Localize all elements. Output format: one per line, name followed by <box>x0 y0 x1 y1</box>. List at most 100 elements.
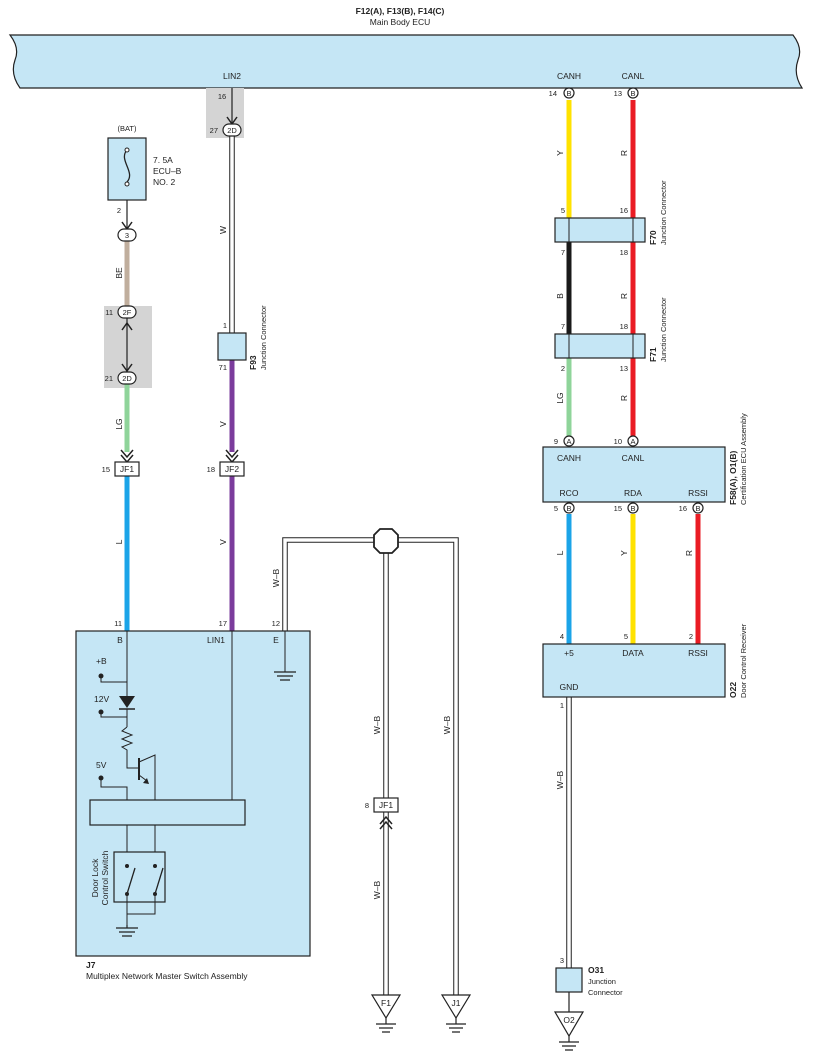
cert-rssi-pin: 16 <box>679 504 687 513</box>
wire-label-v-lower: V <box>218 539 228 545</box>
j7-5v-line <box>100 778 128 800</box>
cert-canl-label: CANL <box>622 453 645 463</box>
cert-name: Certification ECU Assembly <box>739 413 748 505</box>
pin-2d-top: 27 <box>210 126 218 135</box>
fuse-terminal-top <box>124 147 130 153</box>
cert-rda-pin: 15 <box>614 504 622 513</box>
f70-pin-bl: 7 <box>561 248 565 257</box>
fuse-source: (BAT) <box>117 124 137 133</box>
o31-connector <box>555 967 583 993</box>
j7-plus-b-line <box>100 676 127 683</box>
f93-code: F93 <box>248 355 258 370</box>
ground-o2-icon <box>553 1011 585 1038</box>
sw-contact-1 <box>126 867 136 895</box>
ground-j1-label: J1 <box>452 998 461 1008</box>
fuse-out-pin: 2 <box>117 206 121 215</box>
cert-canl-conn-a <box>627 435 639 447</box>
main-body-ecu <box>8 34 804 89</box>
jf1-connector <box>114 461 140 477</box>
f70-code: F70 <box>648 230 658 245</box>
j7-num-b: 11 <box>114 619 122 628</box>
j7-logic-block <box>89 799 246 826</box>
f71-pin-bl: 2 <box>561 364 565 373</box>
wire-label-w: W <box>218 226 228 234</box>
cert-rda-conn-letter: B <box>630 504 635 513</box>
f93-pin-top: 1 <box>223 321 227 330</box>
wire-label-r-mid: R <box>619 293 629 299</box>
j7-5v: 5V <box>96 760 107 770</box>
cert-codes: F58(A), O1(B) <box>728 451 738 505</box>
ecu-pin-lin2: LIN2 <box>223 71 241 81</box>
wire-label-lg-left: LG <box>114 418 124 429</box>
wire-label-be: BE <box>114 267 124 279</box>
ground-o2-symbol <box>559 1036 579 1051</box>
jf2-label: JF2 <box>225 464 239 474</box>
door-lock-switch-icon <box>113 851 166 903</box>
o31-label-2: Connector <box>588 988 623 997</box>
ecu-canl-conn-letter: B <box>630 89 635 98</box>
wire-wb-j1-fill <box>386 538 458 995</box>
ground-f1-label: F1 <box>381 998 391 1008</box>
o31-code: O31 <box>588 965 604 975</box>
cert-rssi-conn-b <box>692 502 704 514</box>
jf1-lower-label: JF1 <box>379 800 393 810</box>
ecu-lin2-pin: 16 <box>218 92 226 101</box>
wire-label-wb-e: W–B <box>271 568 281 587</box>
oval-2d-top-label: 2D <box>227 126 237 135</box>
recv-rssi-label: RSSI <box>688 648 708 658</box>
wire-label-r-canl: R <box>619 150 629 156</box>
cert-canh-conn-a <box>563 435 575 447</box>
transistor-arrow <box>143 778 149 784</box>
ground-j1-icon <box>440 994 472 1020</box>
wire-label-r-rssi: R <box>684 550 694 556</box>
ground-f1-icon <box>370 994 402 1020</box>
jf1-lower-pin: 8 <box>365 801 369 810</box>
wire-label-wb-j1: W–B <box>442 715 452 734</box>
wire-label-lg-can: LG <box>555 392 565 403</box>
sw-terminal-2 <box>153 864 157 868</box>
j7-name: Multiplex Network Master Switch Assembly <box>86 971 248 981</box>
j7-transistor-base <box>126 757 138 769</box>
wire-wb-j1 <box>386 537 459 995</box>
recv-pin-data: 5 <box>624 632 628 641</box>
f71-pin-r: 18 <box>620 322 628 331</box>
diode-icon <box>119 696 135 708</box>
wire-label-wb-f1-lower: W–B <box>372 880 382 899</box>
recv-5v-label: +5 <box>564 648 574 658</box>
cert-canh-label: CANH <box>557 453 581 463</box>
f70-pin-l: 5 <box>561 206 565 215</box>
jf2-connector <box>219 461 245 477</box>
f93-pin-bottom: 71 <box>219 363 227 372</box>
joint-connector-icon <box>373 528 399 554</box>
jf1-pin: 15 <box>102 465 110 474</box>
f70-label: Junction Connector <box>659 180 668 245</box>
wire-label-l-rco: L <box>555 550 565 555</box>
ground-icon-e <box>274 671 296 681</box>
cert-rco-conn-letter: B <box>566 504 571 513</box>
f71-pin-br: 13 <box>620 364 628 373</box>
door-control-receiver <box>542 643 726 698</box>
wire-wb-e <box>282 537 386 631</box>
j7-pin-lin1: LIN1 <box>207 635 225 645</box>
recv-data-label: DATA <box>622 648 644 658</box>
fuse-icon <box>123 149 131 183</box>
recv-name: Door Control Receiver <box>739 623 748 698</box>
f71-connector <box>554 333 646 359</box>
oval-2f <box>117 305 137 319</box>
j7-switch-label-1: Door Lock <box>90 858 100 897</box>
jf2-pin: 18 <box>207 465 215 474</box>
ecu-name: Main Body ECU <box>370 17 430 27</box>
sw-contact-2 <box>154 867 164 895</box>
cert-canh-pin: 9 <box>554 437 558 446</box>
wire-label-v-upper: V <box>218 421 228 427</box>
j7-12v-line <box>100 712 127 718</box>
j7-plus-b: +B <box>96 656 107 666</box>
fuse-terminal-bottom <box>124 181 130 187</box>
wire-label-r-lower: R <box>619 395 629 401</box>
ecu-canh-conn-b <box>563 87 575 99</box>
recv-gnd-label: GND <box>560 682 579 692</box>
wire-label-y-rda: Y <box>619 550 629 556</box>
ground-o2-label: O2 <box>563 1015 575 1025</box>
cert-rssi-conn-letter: B <box>695 504 700 513</box>
cert-rco-pin: 5 <box>554 504 558 513</box>
